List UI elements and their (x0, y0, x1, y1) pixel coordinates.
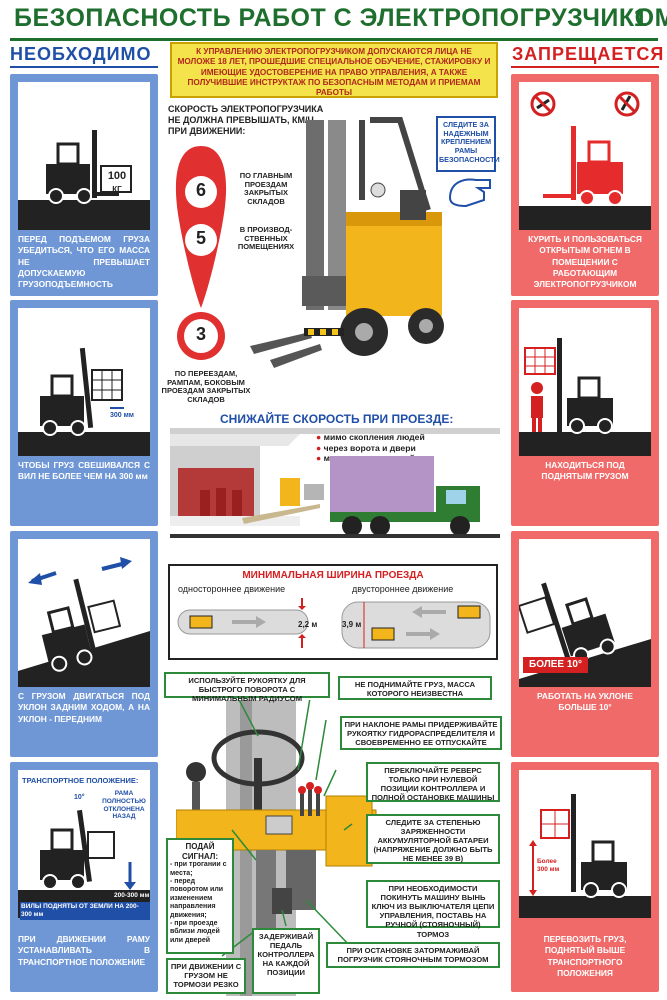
left-card-4-image: ТРАНСПОРТНОЕ ПОЛОЖЕНИЕ: 10° РАМА ПОЛНОСТ… (18, 770, 150, 920)
transport-height-range: 200-300 мм (114, 892, 150, 899)
speed-limit-signs (175, 146, 227, 360)
note-battery: СЛЕДИТЕ ЗА СТЕПЕНЬЮ ЗАРЯЖЕННОСТИ АККУМУЛ… (366, 814, 500, 864)
speed-heading: СКОРОСТЬ ЭЛЕКТРОПОГРУЗЧИКА НЕ ДОЛЖНА ПРЕ… (168, 104, 324, 136)
left-card-load-mass: 100 КГ ПЕРЕД ПОДЪЕМОМ ГРУЗА УБЕДИТЬСЯ, Ч… (10, 74, 158, 296)
right-card-4-image: Более 300 мм (519, 770, 651, 918)
speed-limit-6: 6 (195, 180, 206, 200)
load-mass-label: 100 КГ (102, 170, 132, 196)
steep-slope-label: БОЛЕЕ 10° (523, 657, 588, 673)
transport-fork-note: ВИЛЫ ПОДНЯТЫ ОТ ЗЕМЛИ НА 200-300 мм (20, 902, 150, 920)
speed-label-ramps: ПО ПЕРЕЕЗДАМ, РАМПАМ, БОКОВЫМ ПРОЕЗДАМ З… (161, 369, 251, 404)
speed-label-main: ПО ГЛАВНЫМ ПРОЕЗДАМ ЗАКРЫТЫХ СКЛАДОВ (239, 171, 293, 206)
note-signal: ПОДАЙ СИГНАЛ: - при трогании с места; - … (166, 838, 234, 954)
left-card-slope: С ГРУЗОМ ДВИГАТЬСЯ ПОД УКЛОН ЗАДНИМ ХОДО… (10, 531, 158, 757)
right-card-2-caption: НАХОДИТЬСЯ ПОД ПОДНЯТЫМ ГРУЗОМ (541, 460, 629, 482)
slowdown-item-text: через ворота и двери (323, 442, 416, 453)
hand-icon (448, 178, 491, 208)
left-card-1-image: 100 КГ (18, 82, 150, 230)
warehouse-truck-scene (170, 428, 500, 538)
note-no-hard-brake: ПРИ ДВИЖЕНИИ С ГРУЗОМ НЕ ТОРМОЗИ РЕЗКО (166, 958, 246, 994)
speed-label-production: В ПРОИЗВОД-СТВЕННЫХ ПОМЕЩЕНИЯХ (237, 225, 295, 252)
slowdown-item: ● мимо скопления людей (316, 432, 425, 442)
note-reverse: ПЕРЕКЛЮЧАЙТЕ РЕВЕРС ТОЛЬКО ПРИ НУЛЕВОЙ П… (366, 762, 500, 802)
speed-limit-3: 3 (195, 324, 206, 344)
left-card-2-image: 300 мм (18, 308, 150, 456)
note-signal-item: - перед поворотом или изменением направл… (170, 877, 224, 919)
poster-title-text: БЕЗОПАСНОСТЬ РАБОТ С ЭЛЕКТРОПОГРУЗЧИКОМ (14, 4, 667, 32)
header-forbidden: ЗАПРЕЩАЕТСЯ (512, 44, 665, 64)
right-card-steep-slope: БОЛЕЕ 10° РАБОТАТЬ НА УКЛОНЕ БОЛЬШЕ 10° (511, 531, 659, 757)
note-signal-title: ПОДАЙ СИГНАЛ: (182, 842, 218, 861)
right-card-smoking: КУРИТЬ И ПОЛЬЗОВАТЬСЯ ОТКРЫТЫМ ОГНЕМ В П… (511, 74, 659, 296)
title-underline (10, 38, 658, 41)
right-card-1-image (519, 82, 651, 230)
overhang-dim-label: 300 мм (110, 412, 134, 419)
left-card-3-image (18, 539, 150, 687)
note-tilt-handle: ПРИ НАКЛОНЕ РАМЫ ПРИДЕРЖИВАЙТЕ РУКОЯТКУ … (340, 716, 502, 750)
note-pedal: ЗАДЕРЖИВАЙ ПЕДАЛЬ КОНТРОЛЛЕРА НА КАЖДОЙ … (252, 928, 320, 994)
right-card-under-load: НАХОДИТЬСЯ ПОД ПОДНЯТЫМ ГРУЗОМ (511, 300, 659, 526)
header-left-rule (10, 66, 158, 68)
load-mass-value: 100 (107, 170, 127, 182)
slowdown-heading: СНИЖАЙТЕ СКОРОСТЬ ПРИ ПРОЕЗДЕ: (220, 412, 454, 426)
intro-box: К УПРАВЛЕНИЮ ЭЛЕКТРОПОГРУЗЧИКОМ ДОПУСКАЮ… (170, 42, 498, 98)
high-load-label: Более 300 мм (537, 858, 560, 873)
width-heading: МИНИМАЛЬНАЯ ШИРИНА ПРОЕЗДА (242, 570, 424, 581)
right-card-1-caption: КУРИТЬ И ПОЛЬЗОВАТЬСЯ ОТКРЫТЫМ ОГНЕМ В П… (528, 234, 642, 290)
load-mass-unit: КГ (112, 185, 122, 195)
one-way-label: одностороннее движение (178, 584, 286, 594)
left-card-1-caption: ПЕРЕД ПОДЪЕМОМ ГРУЗА УБЕДИТЬСЯ, ЧТО ЕГО … (18, 234, 150, 290)
right-card-2-image (519, 308, 651, 456)
note-signal-item: - при проезде вблизи людей или дверей (170, 919, 220, 944)
right-card-high-load: Более 300 мм ПЕРЕВОЗИТЬ ГРУЗ, ПОДНЯТЫЙ В… (511, 762, 659, 992)
left-card-transport: ТРАНСПОРТНОЕ ПОЛОЖЕНИЕ: 10° РАМА ПОЛНОСТ… (10, 762, 158, 992)
main-forklift-illustration (250, 117, 444, 368)
passage-width-diagram (177, 598, 491, 649)
left-card-3-caption: С ГРУЗОМ ДВИГАТЬСЯ ПОД УКЛОН ЗАДНИМ ХОДО… (18, 691, 150, 724)
frame-note-box: СЛЕДИТЕ ЗА НАДЕЖНЫМ КРЕПЛЕНИЕМ РАМЫ БЕЗО… (436, 116, 500, 172)
one-way-width: 2,2 м (298, 620, 318, 629)
slowdown-item-text: мимо скопления людей (323, 432, 425, 442)
two-way-label: двустороннее движение (352, 584, 454, 594)
left-card-2-caption: ЧТОБЫ ГРУЗ СВЕШИВАЛСЯ С ВИЛ НЕ БОЛЕЕ ЧЕМ… (18, 460, 150, 482)
right-card-3-image: БОЛЕЕ 10° (519, 539, 651, 687)
person-under-load-icon (519, 338, 651, 456)
header-required: НЕОБХОДИМО (10, 44, 152, 64)
two-way-width: 3,9 м (342, 620, 362, 629)
transport-tilt-note: РАМА ПОЛНОСТЬЮ ОТКЛОНЕНА НАЗАД (102, 790, 146, 821)
note-signal-item: - при трогании с места; (170, 861, 227, 877)
forklift-overhang-icon (18, 347, 150, 456)
note-steering: ИСПОЛЬЗУЙТЕ РУКОЯТКУ ДЛЯ БЫСТРОГО ПОВОРО… (164, 672, 330, 703)
slowdown-item: ● через ворота и двери (316, 442, 416, 453)
transport-heading: ТРАНСПОРТНОЕ ПОЛОЖЕНИЕ: (22, 776, 139, 785)
note-leave-machine: ПРИ НЕОБХОДИМОСТИ ПОКИНУТЬ МАШИНУ ВЫНЬ К… (366, 880, 500, 939)
forklift-steep-slope-icon (519, 582, 651, 687)
left-card-4-caption: ПРИ ДВИЖЕНИИ РАМУ УСТАНАВЛИВАТЬ В ТРАНСП… (18, 934, 150, 967)
header-right-rule (511, 66, 659, 68)
forklift-high-load-icon (519, 794, 651, 918)
note-unknown-mass: НЕ ПОДНИМАЙТЕ ГРУЗ, МАССА КОТОРОГО НЕИЗВ… (338, 676, 492, 700)
transport-angle: 10° (74, 794, 85, 801)
poster-title: БЕЗОПАСНОСТЬ РАБОТ С ЭЛЕКТРОПОГРУЗЧИКОМ … (14, 4, 667, 40)
forklift-icon (18, 130, 150, 230)
speed-limit-5: 5 (195, 228, 206, 248)
right-card-4-caption: ПЕРЕВОЗИТЬ ГРУЗ, ПОДНЯТЫЙ ВЫШЕ ТРАНСПОРТ… (543, 934, 627, 979)
red-forklift-icon (519, 91, 651, 230)
forklift-slope-icon (18, 557, 150, 687)
poster-number: 1 (633, 4, 648, 32)
right-card-3-caption: РАБОТАТЬ НА УКЛОНЕ БОЛЬШЕ 10° (537, 691, 633, 713)
left-card-overhang: 300 мм ЧТОБЫ ГРУЗ СВЕШИВАЛСЯ С ВИЛ НЕ БО… (10, 300, 158, 526)
note-parking-brake: ПРИ ОСТАНОВКЕ ЗАТОРМАЖИВАЙ ПОГРУЗЧИК СТО… (326, 942, 500, 968)
